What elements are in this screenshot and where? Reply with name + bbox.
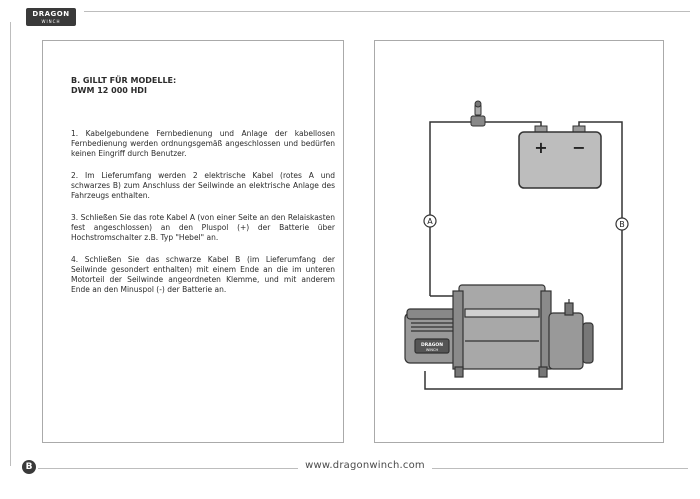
section-heading: B. GILLT FÜR MODELLE: DWM 12 000 HDI [71,76,176,96]
instruction-paragraph-1: 1. Kabelgebundene Fernbedienung und Anla… [71,129,335,158]
winch-motor-left [404,312,460,364]
margin-divider [10,22,11,466]
wiring-diagram-panel: + − A B [374,40,664,443]
winch-badge-line2: WINCH [426,348,439,352]
footer-website-link[interactable]: www.dragonwinch.com [305,460,425,471]
battery-minus-label: − [572,138,585,157]
battery [518,125,602,189]
cable-b-marker [615,217,629,231]
cable-switch-to-plus [485,121,542,130]
section-heading-line2: DWM 12 000 HDI [71,86,147,95]
footer-divider-right [432,468,688,469]
cable-a-line [429,121,471,296]
winch-drum-frame [458,284,546,370]
cable-b-label: B [619,220,625,229]
footer-divider-left [38,468,298,469]
instructions-panel: B. GILLT FÜR MODELLE: DWM 12 000 HDI 1. … [42,40,344,443]
brand-logo-line2: WINCH [41,19,61,24]
cable-a-marker [423,214,437,228]
section-heading-line1: B. GILLT FÜR MODELLE: [71,76,177,85]
brand-logo-line1: DRAGON [32,10,70,18]
instruction-paragraph-2: 2. Im Lieferumfang werden 2 elektrische … [71,171,335,200]
wiring-diagram: + − A B [404,100,629,390]
winch-badge-line1: DRAGON [421,342,443,348]
winch-badge [414,338,450,354]
instruction-paragraph-3: 3. Schließen Sie das rote Kabel A (von e… [71,213,335,242]
brand-logo: DRAGON WINCH [26,8,76,26]
battery-plus-label: + [534,138,547,157]
page-marker-badge: B [22,460,36,474]
winch [404,284,594,378]
winch-motor-right [548,312,584,370]
cable-b-line [424,121,623,390]
cable-a-label: A [427,217,433,226]
header-divider [84,11,690,12]
instruction-paragraph-4: 4. Schließen Sie das schwarze Kabel B (i… [71,255,335,294]
hebel-switch [470,100,486,127]
